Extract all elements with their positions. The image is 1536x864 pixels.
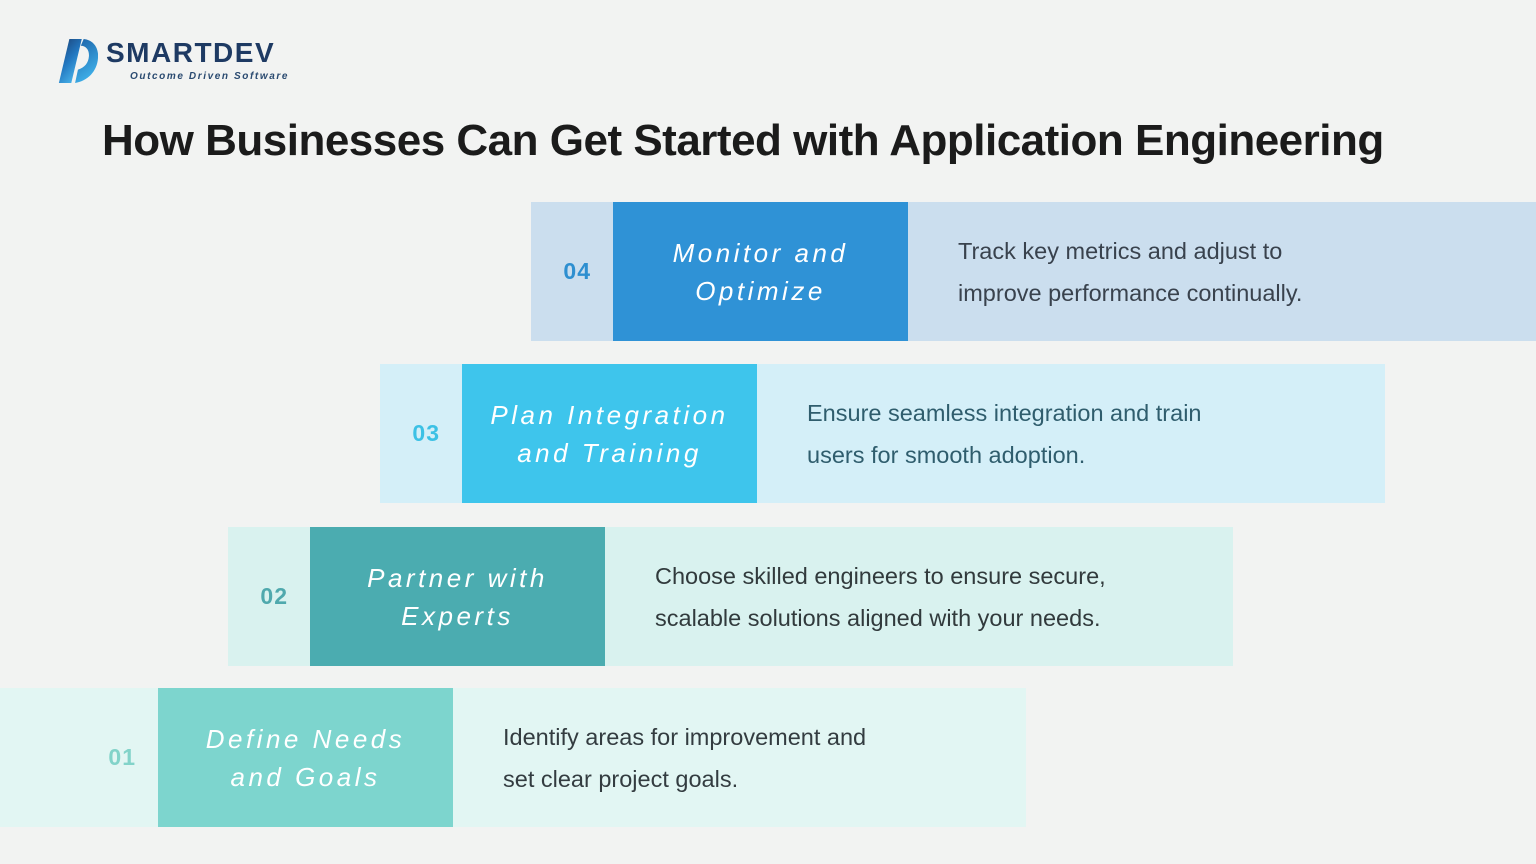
step-title-line: Partner with	[367, 562, 548, 593]
step-number-cell: 04	[531, 202, 613, 341]
brand-logo: SMARTDEV Outcome Driven Software	[56, 36, 289, 86]
step-description-line: improve performance continually.	[958, 279, 1303, 306]
step-description-line: Identify areas for improvement and	[503, 723, 867, 750]
step-number: 04	[563, 258, 591, 284]
step-title-box: Monitor and Optimize	[613, 202, 908, 341]
step-title-line: and Goals	[230, 761, 381, 792]
step-description-line: Ensure seamless integration and train	[807, 399, 1202, 426]
step-description: Ensure seamless integration and train us…	[757, 364, 1385, 503]
step-description: Identify areas for improvement and set c…	[453, 688, 1026, 827]
step-title-box: Define Needs and Goals	[158, 688, 453, 827]
step-number: 01	[108, 744, 136, 770]
step-description-line: set clear project goals.	[503, 765, 739, 792]
step-number-cell: 02	[228, 527, 310, 666]
step-description: Choose skilled engineers to ensure secur…	[605, 527, 1233, 666]
step-description-line: scalable solutions aligned with your nee…	[655, 604, 1101, 631]
step-number-cell: 03	[380, 364, 462, 503]
brand-tagline: Outcome Driven Software	[130, 71, 290, 82]
step-title-line: Experts	[401, 600, 514, 631]
smartdev-d-icon	[58, 39, 98, 83]
step-title-line: Define Needs	[205, 723, 406, 754]
step-description-line: users for smooth adoption.	[807, 441, 1086, 468]
brand-name: SMARTDEV	[106, 37, 276, 68]
step-description: Track key metrics and adjust to improve …	[908, 202, 1536, 341]
step-row-01: 01 Define Needs and Goals Identify areas…	[0, 688, 1026, 827]
step-description-line: Track key metrics and adjust to	[958, 237, 1283, 264]
step-number: 03	[412, 420, 440, 446]
step-description-line: Choose skilled engineers to ensure secur…	[655, 562, 1106, 589]
step-row-03: 03 Plan Integration and Training Ensure …	[380, 364, 1385, 503]
step-row-02: 02 Partner with Experts Choose skilled e…	[228, 527, 1233, 666]
step-number: 02	[260, 583, 288, 609]
page-title: How Businesses Can Get Started with Appl…	[102, 116, 1384, 165]
step-row-04: 04 Monitor and Optimize Track key metric…	[531, 202, 1536, 341]
step-title-line: and Training	[517, 437, 702, 468]
step-title-box: Partner with Experts	[310, 527, 605, 666]
step-title-box: Plan Integration and Training	[462, 364, 757, 503]
brand-texts: SMARTDEV Outcome Driven Software	[106, 36, 289, 82]
step-title-line: Optimize	[695, 275, 826, 306]
step-title-line: Monitor and	[672, 237, 849, 268]
step-number-cell: 01	[0, 688, 158, 827]
step-title-line: Plan Integration	[490, 399, 729, 430]
